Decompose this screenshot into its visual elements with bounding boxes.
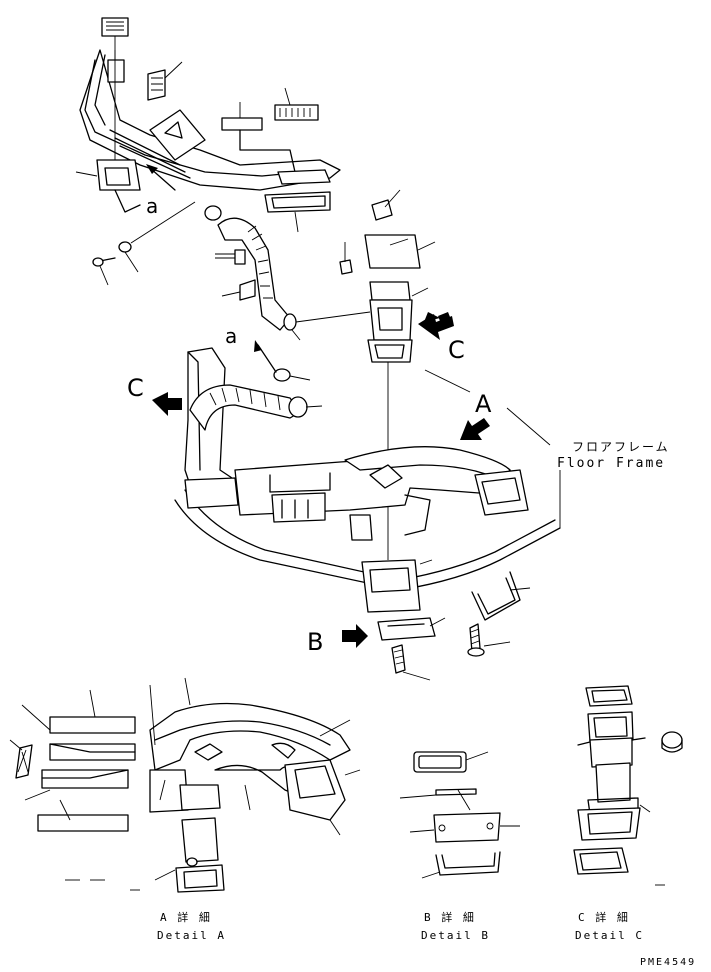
arrow-a-mid bbox=[254, 340, 277, 373]
washer-screw bbox=[92, 201, 196, 286]
top-vent-grille bbox=[101, 17, 129, 60]
arrow-a-top bbox=[146, 164, 176, 191]
top-defroster-duct bbox=[79, 49, 341, 191]
detail-a-drawing bbox=[9, 677, 361, 893]
detail-a-title-jp: A 詳 細 bbox=[160, 911, 212, 924]
left-bracket bbox=[75, 50, 141, 213]
detail-b-title-en: Detail B bbox=[421, 929, 490, 942]
callout-c-right: C bbox=[448, 336, 465, 364]
arrow-c-left bbox=[152, 392, 182, 416]
louvre-parts bbox=[147, 61, 331, 233]
u-bracket bbox=[471, 571, 531, 621]
callout-b-main: B bbox=[307, 628, 324, 656]
detail-c-title-en: Detail C bbox=[575, 929, 644, 942]
flexible-hose-left bbox=[189, 368, 323, 431]
detail-c-title-jp: C 詳 細 bbox=[578, 911, 630, 924]
arrow-b bbox=[342, 624, 368, 648]
detail-a-title-en: Detail A bbox=[157, 929, 226, 942]
callout-a-top: a bbox=[146, 194, 159, 218]
detail-b-drawing bbox=[399, 751, 520, 879]
flexible-hose-top bbox=[204, 205, 371, 341]
detail-c-drawing bbox=[573, 685, 683, 886]
arrow-a-main bbox=[424, 369, 490, 440]
hose-clamp-screws bbox=[215, 249, 256, 301]
callout-c-left: C bbox=[127, 374, 144, 402]
floor-frame-label-jp: フロアフレーム bbox=[572, 440, 670, 454]
lower-outlet-b bbox=[361, 559, 446, 681]
right-vertical-duct bbox=[339, 189, 436, 560]
detail-b-title-jp: B 詳 細 bbox=[424, 911, 476, 924]
bolt bbox=[467, 623, 511, 657]
callout-a-mid: a bbox=[225, 324, 238, 348]
callout-a-main: A bbox=[475, 390, 492, 418]
main-floor-duct bbox=[184, 347, 529, 541]
drawing-number: PME4549 bbox=[640, 957, 697, 968]
arrow-c-right bbox=[418, 312, 454, 340]
floor-frame-label-en: Floor Frame bbox=[557, 456, 666, 471]
